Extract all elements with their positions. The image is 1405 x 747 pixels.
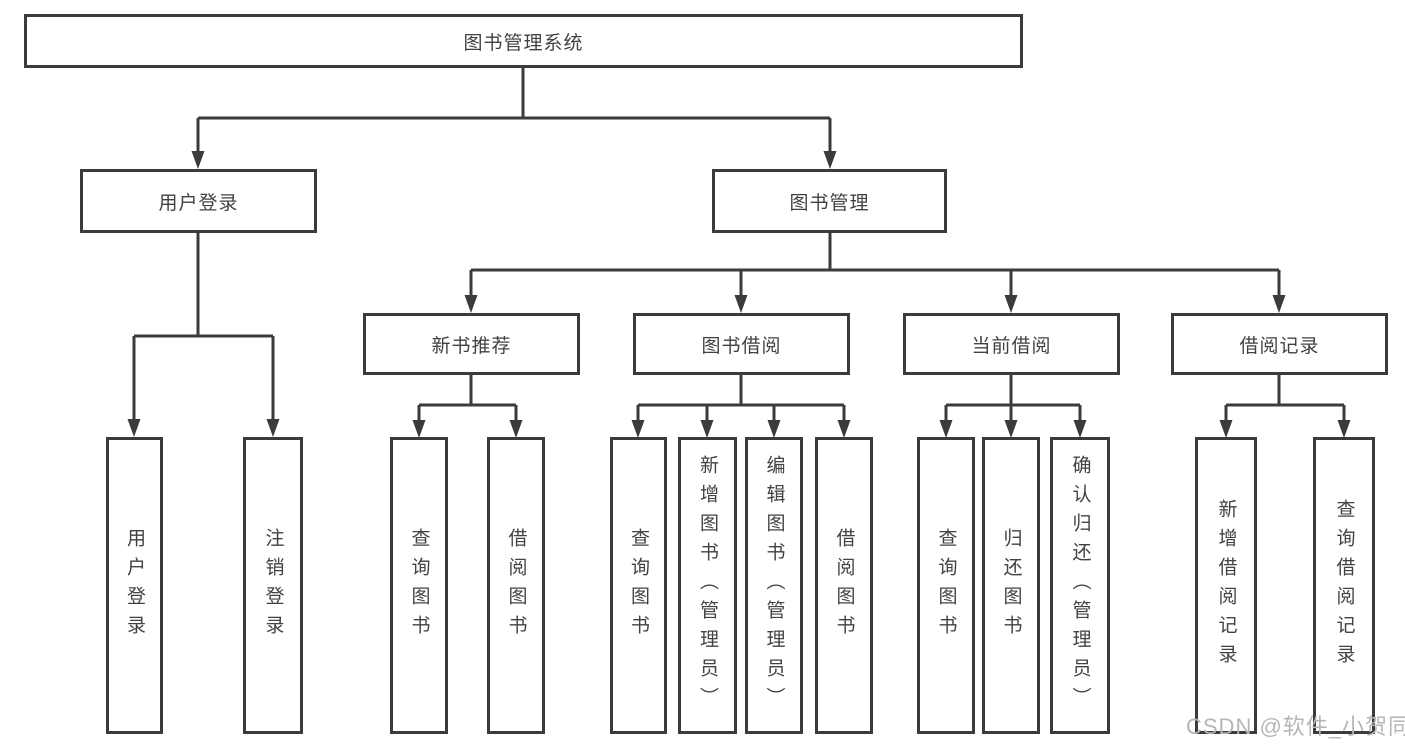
node-user-login: 用户登录 <box>80 169 317 233</box>
leaf-query-books-recommend: 查询图书 <box>390 437 448 734</box>
leaf-borrow-books-label: 借阅图书 <box>833 527 855 644</box>
leaf-add-book-admin: 新增图书（管理员） <box>678 437 737 734</box>
node-borrow-records-label: 借阅记录 <box>1239 335 1320 357</box>
node-new-book-recommend-label: 新书推荐 <box>431 335 512 357</box>
leaf-logout: 注销登录 <box>243 437 303 734</box>
leaf-add-borrow-record: 新增借阅记录 <box>1195 437 1257 734</box>
leaf-logout-label: 注销登录 <box>262 527 284 644</box>
leaf-query-books-borrow-label: 查询图书 <box>628 527 649 644</box>
leaf-query-borrow-record-label: 查询借阅记录 <box>1333 498 1355 673</box>
leaf-add-book-admin-label: 新增图书（管理员） <box>697 455 718 716</box>
leaf-borrow-books-recommend: 借阅图书 <box>487 437 545 734</box>
node-current-borrow: 当前借阅 <box>903 313 1120 375</box>
leaf-edit-book-admin: 编辑图书（管理员） <box>745 437 803 734</box>
leaf-borrow-books-recommend-label: 借阅图书 <box>505 527 527 644</box>
node-current-borrow-label: 当前借阅 <box>971 335 1052 357</box>
leaf-return-books: 归还图书 <box>982 437 1040 734</box>
leaf-confirm-return-admin-label: 确认归还（管理员） <box>1069 455 1091 716</box>
connectors-root <box>191 68 837 169</box>
connectors-user-login <box>127 233 280 437</box>
connectors-book-management <box>464 233 1286 313</box>
node-book-borrow: 图书借阅 <box>633 313 850 375</box>
leaf-query-borrow-record: 查询借阅记录 <box>1313 437 1375 734</box>
node-root-system: 图书管理系统 <box>24 14 1023 68</box>
connectors-current-borrow <box>939 375 1087 438</box>
leaf-confirm-return-admin: 确认归还（管理员） <box>1050 437 1110 734</box>
node-borrow-records: 借阅记录 <box>1171 313 1388 375</box>
leaf-query-books-borrow: 查询图书 <box>610 437 667 734</box>
connectors-borrow-records <box>1219 375 1351 438</box>
connectors-new-book-recommend <box>412 375 523 438</box>
node-new-book-recommend: 新书推荐 <box>363 313 580 375</box>
leaf-user-login-label: 用户登录 <box>124 527 145 644</box>
leaf-borrow-books: 借阅图书 <box>815 437 873 734</box>
leaf-add-borrow-record-label: 新增借阅记录 <box>1215 498 1237 673</box>
node-book-borrow-label: 图书借阅 <box>701 335 782 357</box>
node-book-management: 图书管理 <box>712 169 947 233</box>
node-root-system-label: 图书管理系统 <box>463 32 584 54</box>
connectors-book-borrow <box>631 375 851 438</box>
leaf-edit-book-admin-label: 编辑图书（管理员） <box>763 455 785 716</box>
leaf-return-books-label: 归还图书 <box>1000 527 1022 644</box>
leaf-query-books-recommend-label: 查询图书 <box>408 527 430 644</box>
node-user-login-label: 用户登录 <box>158 192 239 214</box>
leaf-query-books-current-label: 查询图书 <box>935 527 957 644</box>
leaf-query-books-current: 查询图书 <box>917 437 975 734</box>
leaf-user-login: 用户登录 <box>106 437 163 734</box>
node-book-management-label: 图书管理 <box>789 192 870 214</box>
csdn-watermark: CSDN @软件_小贺同学 <box>1186 714 1405 739</box>
